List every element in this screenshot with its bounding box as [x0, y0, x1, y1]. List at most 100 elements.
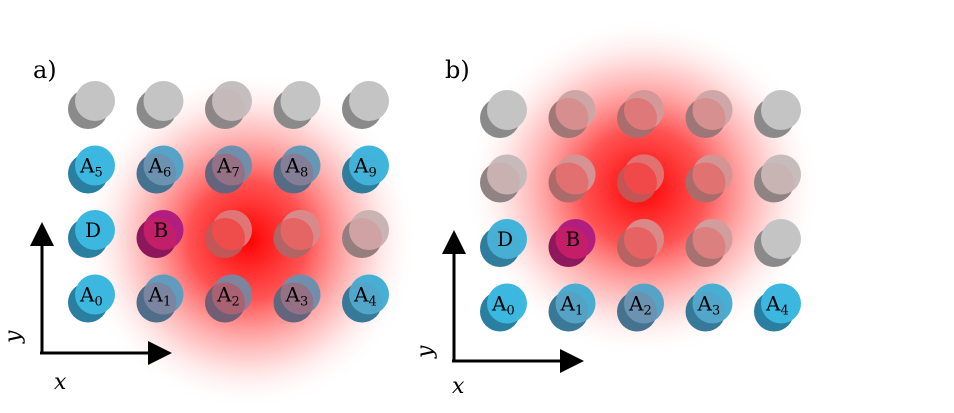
atom-glow-tint: [548, 98, 589, 138]
atom-glow-tint: [342, 282, 382, 323]
atom-a-0-4: [342, 81, 389, 129]
atom-glow-tint: [761, 154, 801, 195]
atom-top: [143, 210, 184, 250]
atom-glow-tint: [555, 219, 596, 259]
atom-glow-tint: [555, 154, 596, 195]
atom-b-0-3: [685, 90, 733, 138]
atom-b-0-0: [480, 90, 527, 138]
panel-a-x-label: x: [54, 370, 67, 395]
atom-top: [349, 145, 389, 186]
atom-glow-tint: [212, 145, 252, 186]
atom-glow-tint: [685, 291, 726, 332]
atom-top: [280, 145, 321, 186]
atom-top: [212, 210, 252, 250]
atom-top: [75, 145, 115, 186]
atom-b-1-4: [754, 154, 801, 203]
atom-top: [761, 219, 801, 259]
atom-a-2-3: [273, 210, 321, 258]
atom-glow-tint: [624, 219, 664, 259]
atom-top: [555, 283, 596, 324]
atom-a-2-0: D: [68, 210, 115, 258]
atom-glow-tint: [212, 274, 252, 315]
atom-glow-tint: [143, 210, 184, 250]
atom-top: [692, 219, 733, 259]
atom-top: [692, 154, 733, 195]
atom-top: [280, 210, 321, 250]
atom-glow-tint: [480, 162, 520, 203]
atom-glow-tint: [754, 162, 794, 203]
atom-label: B: [566, 227, 581, 251]
atom-top: [349, 210, 389, 250]
atom-glow-tint: [685, 162, 726, 203]
atom-top: [555, 219, 596, 259]
atom-glow-tint: [555, 90, 596, 130]
atom-glow-tint: [624, 283, 664, 324]
atom-glow-tint: [273, 218, 314, 258]
atom-top: [280, 274, 321, 315]
atom-glow-tint: [205, 218, 245, 258]
atom-top: [761, 283, 801, 324]
atom-top: [143, 145, 184, 186]
atom-a-2-1: B: [136, 210, 184, 258]
atom-glow-tint: [136, 282, 177, 323]
atom-glow-tint: [205, 153, 245, 194]
atom-a-3-2: A2: [205, 274, 252, 323]
atom-b-2-2: [617, 219, 664, 267]
atom-glow-tint: [624, 90, 664, 130]
atom-label: B: [154, 218, 169, 242]
atom-top: [692, 90, 733, 130]
atom-glow-tint: [280, 274, 321, 315]
atom-glow-tint: [617, 98, 657, 138]
atom-b-1-1: [548, 154, 596, 203]
atom-b-0-2: [617, 90, 664, 138]
atom-a-0-2: [205, 81, 252, 129]
panel-b-x-label: x: [452, 374, 465, 399]
atom-top: [555, 154, 596, 195]
atom-b-1-0: [480, 154, 527, 203]
atom-glow-tint: [692, 154, 733, 195]
atom-glow-tint: [624, 154, 664, 195]
atom-a-1-4: A9: [342, 145, 389, 194]
atom-top: [692, 283, 733, 324]
panel-a-y-label: y: [1, 330, 26, 344]
atom-top: [761, 154, 801, 195]
atom-top: [212, 145, 252, 186]
atom-top: [624, 90, 664, 130]
atom-a-2-4: [342, 210, 389, 258]
atom-label: D: [497, 227, 513, 251]
atom-glow-tint: [273, 282, 314, 323]
atom-glow-tint: [342, 218, 382, 258]
atom-a-3-3: A3: [273, 274, 321, 323]
atom-a-0-3: [273, 81, 321, 129]
atom-top: [624, 219, 664, 259]
panel-b-axes: x y: [413, 230, 584, 399]
atom-b-1-2: [617, 154, 664, 203]
atom-top: [75, 81, 115, 121]
atom-top: [555, 90, 596, 130]
atom-b-3-3: A3: [685, 283, 733, 332]
panel-a-label: a): [33, 56, 57, 84]
atom-glow-tint: [685, 227, 726, 267]
atom-glow-tint: [617, 227, 657, 267]
atom-b-0-1: [548, 90, 596, 138]
atom-a-1-2: A7: [205, 145, 252, 194]
atom-glow-tint: [349, 274, 389, 315]
atom-b-2-4: [754, 219, 801, 267]
panel-b-y-label: y: [413, 345, 438, 359]
atom-top: [212, 81, 252, 121]
atom-a-3-1: A1: [136, 274, 184, 323]
panel-b-label: b): [445, 56, 470, 84]
atom-glow-tint: [555, 283, 596, 324]
atom-b-2-0: D: [480, 219, 527, 267]
atom-top: [761, 90, 801, 130]
atom-glow-tint: [136, 153, 177, 194]
atom-top: [143, 274, 184, 315]
atom-top: [487, 219, 527, 259]
atom-top: [487, 90, 527, 130]
atom-glow-tint: [136, 218, 177, 258]
atom-top: [624, 283, 664, 324]
